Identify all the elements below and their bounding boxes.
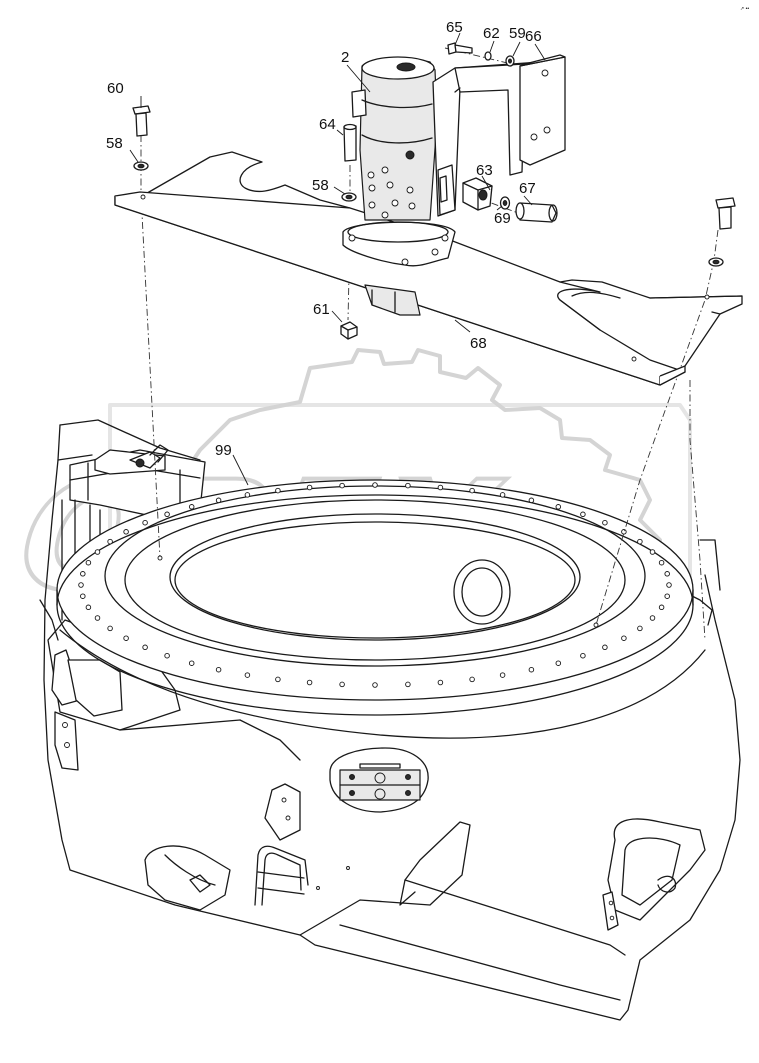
ring-bolt-hole	[602, 519, 608, 526]
ring-bolt-hole	[94, 549, 101, 555]
ring-bolt-hole	[580, 652, 586, 659]
ring-bolt-hole	[602, 644, 608, 651]
ring-bolt-hole	[80, 593, 86, 599]
ring-bolt-hole	[405, 681, 411, 688]
ring-bolt-hole	[306, 484, 313, 491]
ring-bolt-hole	[499, 672, 506, 678]
ring-bolt-hole	[107, 625, 113, 632]
callout-66: 66	[525, 28, 542, 45]
ring-bolt-hole	[528, 666, 535, 673]
ring-bolt-hole	[164, 652, 170, 659]
ring-bolt-hole	[469, 487, 475, 494]
ring-bolt-hole	[372, 482, 378, 488]
callout-69: 69	[494, 210, 511, 227]
ring-bolt-hole	[649, 615, 656, 621]
callout-99: 99	[215, 442, 232, 459]
ring-bolt-hole	[306, 679, 313, 686]
ring-bolt-hole	[94, 615, 101, 621]
ring-bolt-hole	[437, 484, 444, 491]
swivel-joint	[342, 56, 456, 316]
callout-63: 63	[476, 162, 493, 179]
swivel-ports	[367, 166, 416, 219]
ring-bolt-hole	[244, 492, 251, 498]
callout-64: 64	[319, 116, 336, 133]
ring-bolt-hole	[142, 644, 148, 651]
ring-bolt-hole	[275, 487, 281, 494]
ring-bolt-hole	[621, 529, 627, 535]
ring-bolt-hole	[469, 676, 475, 683]
ring-bolt-hole	[664, 571, 670, 577]
callout-62: 62	[483, 25, 500, 42]
slewing-ring	[56, 479, 694, 716]
callout-58-center: 58	[312, 177, 329, 194]
bracket	[432, 54, 566, 217]
ring-bolt-hole	[85, 604, 92, 611]
ring-bolt-hole	[123, 529, 129, 535]
ring-bolt-hole	[637, 538, 643, 545]
callout-60: 60	[107, 80, 124, 97]
leader-lines	[129, 32, 546, 486]
ring-bolt-hole	[244, 672, 251, 678]
callout-65: 65	[446, 19, 463, 36]
ring-bolt-hole	[164, 511, 170, 518]
ring-bolt-hole	[580, 511, 586, 518]
callout-67: 67	[519, 180, 536, 197]
callout-58-left: 58	[106, 135, 123, 152]
ring-bolt-hole	[339, 681, 345, 688]
ring-bolt-hole	[107, 538, 113, 545]
ring-bolt-hole	[666, 582, 672, 588]
callout-59: 59	[509, 25, 526, 42]
ring-bolt-hole	[528, 497, 535, 504]
ring-bolt-hole	[78, 582, 84, 588]
ring-bolt-hole	[658, 604, 665, 611]
ring-bolt-hole	[142, 519, 148, 526]
ring-bolt-hole	[339, 482, 345, 489]
callout-68: 68	[470, 335, 487, 352]
fasteners	[132, 42, 736, 340]
callout-61: 61	[313, 301, 330, 318]
ring-bolt-hole	[658, 559, 665, 566]
ring-bolt-hole	[80, 571, 86, 577]
callout-2: 2	[341, 49, 349, 66]
ring-bolt-hole	[123, 635, 129, 641]
ring-bolt-hole	[664, 593, 670, 599]
ring-bolt-hole	[621, 635, 627, 641]
ring-bolt-hole	[499, 492, 506, 498]
ring-bolt-hole	[555, 660, 562, 666]
ring-bolt-hole	[649, 549, 656, 555]
callout-labels: 65 62 59 66 2 60 64 58 58 63 67 69 61 68…	[106, 6, 749, 459]
ring-bolt-hole	[405, 482, 411, 489]
ring-bolt-hole	[215, 497, 222, 504]
ring-bolt-hole	[372, 682, 378, 688]
ring-bolt-hole	[637, 625, 643, 632]
ring-bolt-hole	[188, 660, 195, 666]
ring-bolt-hole	[188, 504, 195, 510]
corner-mark: ↗ ••	[740, 6, 749, 12]
ring-bolt-holes	[78, 482, 672, 688]
ring-bolt-hole	[275, 676, 281, 683]
ring-bolt-hole	[555, 504, 562, 510]
ring-bolt-hole	[215, 666, 222, 673]
base-housing	[39, 380, 741, 1021]
ring-bolt-hole	[85, 559, 92, 566]
ring-bolt-hole	[437, 679, 444, 686]
